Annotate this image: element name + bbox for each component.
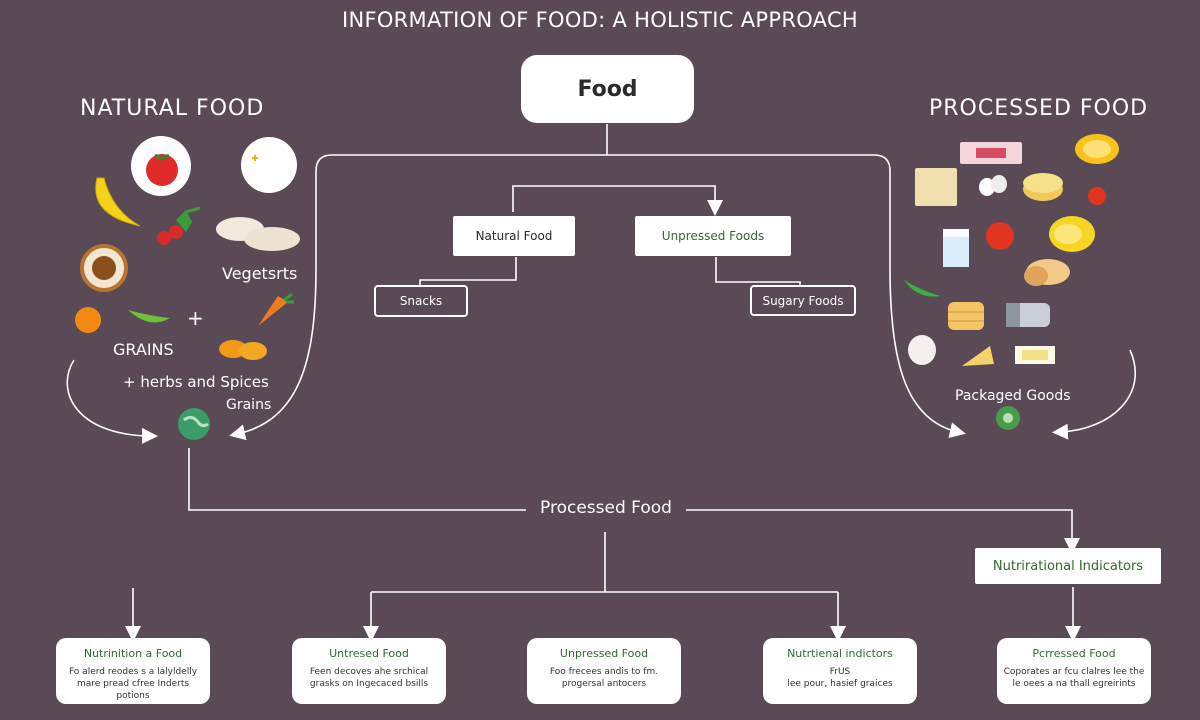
natural-food-heading: NATURAL FOOD — [80, 96, 265, 121]
garlic-icon — [908, 335, 936, 365]
connector-unpressed-sugary — [715, 257, 801, 286]
bread-slices-icon — [1024, 259, 1070, 286]
crackers-icon — [1023, 173, 1063, 201]
grains-secondary-label: Grains — [226, 397, 272, 413]
cherry-tomatoes-icon — [157, 225, 183, 245]
unprocessed-foods-node: Unpressed Foods — [635, 216, 791, 256]
info-card-processed: Pcrressed Food Coporates ar fcu clalres … — [997, 638, 1151, 704]
card-line: Foo frecees andis to fm. — [549, 667, 659, 677]
nutritional-indicators-node: Nutrirational Indicators — [975, 548, 1161, 584]
card-title: Unpressed Food — [559, 647, 649, 660]
connector-frame — [315, 154, 891, 268]
arrow-left-outer — [66, 359, 158, 444]
milk-glass-icon — [943, 229, 969, 267]
food-node: Food — [521, 55, 694, 123]
card-line: le oees a na thall egreirints — [1012, 679, 1136, 689]
info-card-nutrition: Nutrinition a Food Fo alerd reodes s a l… — [56, 638, 210, 704]
ham-slice-icon — [960, 142, 1022, 164]
info-card-unpressed: Unpressed Food Foo frecees andis to fm. … — [527, 638, 681, 704]
card-title: Untresed Food — [329, 647, 409, 660]
tomato-icon — [131, 136, 191, 196]
tomato-icon — [986, 222, 1014, 250]
natural-food-icons — [75, 136, 300, 440]
tomato-icon — [1088, 187, 1106, 205]
butter-icon — [1015, 346, 1055, 364]
cheese-wedge-icon — [962, 346, 994, 366]
natural-food-node: Natural Food — [453, 216, 575, 256]
card-line: FrUS — [829, 667, 851, 677]
vegetables-label: Vegetsrts — [222, 264, 298, 283]
pea-pod-icon — [128, 310, 170, 323]
banana-icon — [95, 177, 141, 227]
grains-label: GRAINS — [113, 340, 174, 359]
processed-food-icons — [904, 134, 1119, 430]
cheese-block-icon — [915, 168, 957, 206]
orange-icon — [75, 307, 101, 333]
lemon-slice-icon — [1075, 134, 1119, 164]
egg-icon — [241, 137, 297, 193]
plus-label: + — [187, 306, 204, 330]
connector-globe-down — [188, 448, 526, 511]
connector-natural-snacks — [419, 257, 517, 285]
pea-pod-icon — [904, 280, 940, 297]
card-line: Fo alerd reodes s a lalyldelly — [68, 667, 198, 677]
card-line: lee pour, hasief graices — [787, 679, 893, 689]
card-title: Nutrtienal indictors — [787, 647, 893, 660]
info-card-indicators: Nutrtienal indictors FrUS lee pour, hasi… — [763, 638, 917, 704]
globe-icon — [178, 408, 210, 440]
herb-leaves-icon — [176, 206, 201, 232]
snacks-node: Snacks — [374, 285, 468, 317]
arrow-right-outer — [1052, 349, 1136, 440]
card-title: Nutrinition a Food — [83, 647, 183, 660]
card-line: mare pread cfree Inderts — [76, 679, 190, 689]
arrow-right-inner — [889, 267, 966, 439]
herbs-spices-label: + herbs and Spices — [123, 373, 269, 391]
processed-food-heading: PROCESSED FOOD — [929, 96, 1149, 121]
bread-loaves-icon — [216, 217, 300, 251]
info-card-untresed: Untresed Food Feen decoves ahe srchical … — [292, 638, 446, 704]
card-line: progersal antocers — [561, 679, 647, 689]
card-line: potions — [116, 691, 150, 701]
processed-food-label: Processed Food — [526, 494, 686, 522]
orange-slices-icon — [219, 340, 267, 360]
packaged-goods-label: Packaged Goods — [955, 388, 1071, 404]
connector-to-natural — [512, 185, 723, 216]
broccoli-icon — [996, 406, 1020, 430]
coconut-icon — [80, 244, 128, 292]
card-line: Feen decoves ahe srchical — [309, 667, 429, 677]
diagram-title: INFORMATION OF FOOD: A HOLISTIC APPROACH — [341, 8, 859, 32]
card-line: Coporates ar fcu clalres lee the — [1003, 667, 1145, 677]
connector-processed-right — [686, 509, 1080, 554]
eggs-icon — [979, 175, 1007, 196]
card-line: grasks on Ingecaced bsills — [309, 679, 429, 689]
card-title: Pcrressed Food — [1032, 647, 1116, 660]
pancakes-icon — [948, 302, 984, 330]
lemon-icon — [1049, 216, 1095, 252]
sugary-foods-node: Sugary Foods — [750, 285, 856, 316]
canned-fish-icon — [1006, 303, 1050, 327]
carrot-icon — [258, 292, 294, 326]
arrow-left-inner — [229, 267, 317, 441]
